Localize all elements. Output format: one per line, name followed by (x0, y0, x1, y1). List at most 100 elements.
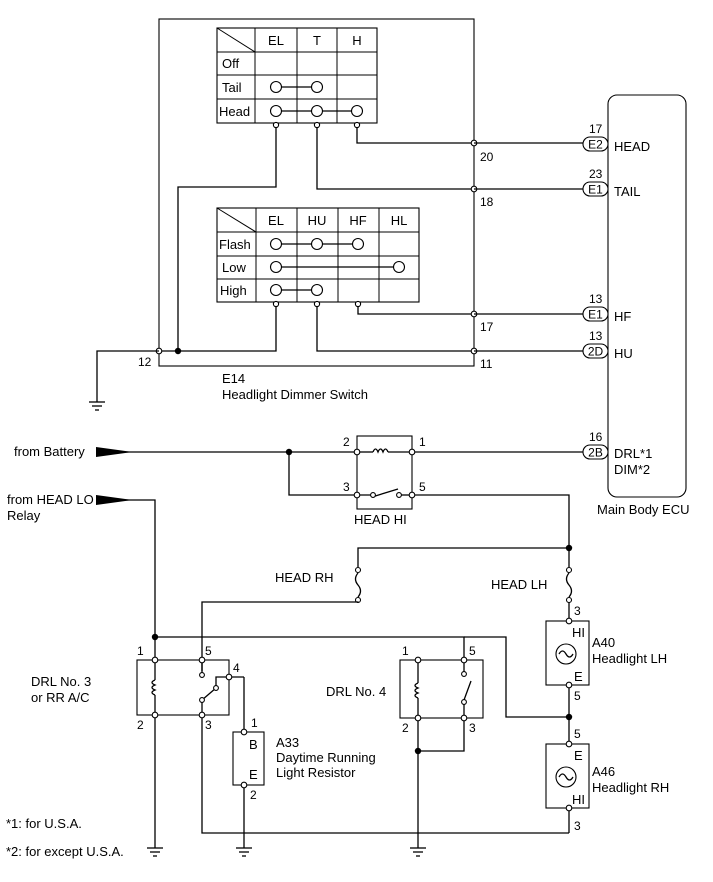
headlight-rh-terminal-hi: HI (572, 792, 585, 807)
beam-table-col-el: EL (268, 213, 284, 228)
ecu-signal-head: HEAD (614, 139, 650, 154)
from-head-lo-label: from HEAD LO (7, 492, 94, 507)
resistor-terminal-b: B (249, 737, 258, 752)
drl-no4-pin-1: 1 (402, 644, 409, 658)
dimmer-pin-12-label: 12 (138, 355, 152, 369)
ecu-pin-hu: 13 (589, 329, 603, 343)
ecu-connector-e1-tail-label: E1 (588, 183, 603, 197)
ecu-signal-hf: HF (614, 309, 631, 324)
ecu-connector-2d-label: 2D (588, 345, 604, 359)
main-body-ecu: E2 E1 E1 2D 2B 17 23 13 13 16 HEAD TAIL … (474, 94, 689, 517)
light-table-row-tail: Tail (222, 80, 242, 95)
ecu-outline (607, 94, 687, 498)
battery-arrow-icon (96, 447, 133, 457)
ecu-connector-e2 (582, 136, 609, 152)
light-table-row-head: Head (219, 104, 250, 119)
head-hi-pin-3: 3 (343, 480, 350, 494)
light-table-col-h: H (352, 33, 361, 48)
head-hi-pin-5: 5 (419, 480, 426, 494)
ecu-signal-hu: HU (614, 346, 633, 361)
headlight-rh-code: A46 (592, 764, 615, 779)
drl-no4-pin-3: 3 (469, 721, 476, 735)
drl-no3-contact-icon (201, 687, 217, 701)
head-hi-contact-icon (371, 488, 399, 498)
headlight-lh-terminal-hi: HI (572, 625, 585, 640)
resistor-terminal-e: E (249, 767, 258, 782)
head-hi-relay-name: HEAD HI (354, 512, 407, 527)
drl-no3-pin-2: 2 (137, 718, 144, 732)
drl-no3-coil-icon (151, 679, 157, 696)
drl-no3-relay: 1 5 4 2 3 DRL No. 3 or RR A/C (31, 637, 569, 848)
ground-symbol-dimmer (89, 350, 159, 411)
ecu-connector-2b-label: 2B (588, 446, 603, 460)
ecu-name: Main Body ECU (597, 502, 689, 517)
head-hi-pin-2: 2 (343, 435, 350, 449)
drl-no3-pin-1: 1 (137, 644, 144, 658)
dimmer-switch-code: E14 (222, 371, 245, 386)
ecu-signal-dim: DIM*2 (614, 462, 650, 477)
resistor-code: A33 (276, 735, 299, 750)
ecu-connector-e1-hf-label: E1 (588, 308, 603, 322)
ecu-connector-2d (582, 343, 609, 359)
drl-no4-pin-2: 2 (402, 721, 409, 735)
head-lh-fuse-label: HEAD LH (491, 577, 547, 592)
headlight-lh-pin-3: 3 (574, 604, 581, 618)
beam-table-col-hf: HF (349, 213, 366, 228)
ecu-connector-e1-tail (582, 181, 609, 197)
drl-no3-pin-4: 4 (233, 661, 240, 675)
battery-input: from Battery (14, 444, 346, 496)
head-rh-fuse-label: HEAD RH (275, 570, 334, 585)
headlight-lh-terminal-e: E (574, 669, 583, 684)
ground-symbol-drl3 (147, 847, 163, 857)
light-control-table: EL T H Off Tail Head (216, 27, 378, 124)
beam-table-row-high: High (220, 283, 247, 298)
ground-symbol-drl4 (410, 847, 426, 857)
headlight-rh: E HI 5 3 A46 Headlight RH (545, 727, 669, 833)
resistor-outline (232, 731, 265, 786)
fuses: HEAD RH HEAD LH (201, 544, 573, 671)
ecu-signal-drl: DRL*1 (614, 446, 652, 461)
dimmer-pin-11-label: 11 (480, 357, 493, 371)
drl-no3-name-2: or RR A/C (31, 690, 90, 705)
headlight-rh-name: Headlight RH (592, 780, 669, 795)
drl-no3-name: DRL No. 3 (31, 674, 91, 689)
beam-control-table: EL HU HF HL Flash Low High (216, 207, 420, 303)
ecu-pin-hf: 13 (589, 292, 603, 306)
from-head-lo-label-2: Relay (7, 508, 41, 523)
beam-table-row-low: Low (222, 260, 246, 275)
ecu-connector-e1-hf (582, 306, 609, 322)
daytime-running-light-resistor: B E 1 2 A33 Daytime Running Light Resist… (232, 716, 376, 848)
headlight-rh-pin-3: 3 (574, 819, 581, 833)
dimmer-pin-17-label: 17 (480, 320, 494, 334)
head-lo-input: from HEAD LO Relay (7, 492, 569, 718)
head-lo-arrow-icon (96, 495, 133, 505)
beam-table-col-hu: HU (308, 213, 327, 228)
drl-no4-name: DRL No. 4 (326, 684, 386, 699)
drl-no3-pin-5: 5 (205, 644, 212, 658)
ecu-pin-tail: 23 (589, 167, 603, 181)
headlight-dimmer-switch: EL T H Off Tail Head E (138, 18, 494, 402)
beam-table-col-hl: HL (391, 213, 408, 228)
drl-no4-outline (399, 659, 484, 719)
drl-no4-contact-icon (463, 680, 472, 701)
dimmer-pin-18-label: 18 (480, 195, 494, 209)
ecu-pin-head: 17 (589, 122, 603, 136)
headlight-rh-bulb-icon (555, 766, 577, 788)
resistor-pin-1: 1 (251, 716, 258, 730)
head-hi-relay-outline (356, 435, 413, 510)
head-rh-fuse-icon (354, 572, 362, 598)
footnote-1: *1: for U.S.A. (6, 816, 82, 831)
headlight-lh-pin-5: 5 (574, 689, 581, 703)
from-battery-label: from Battery (14, 444, 85, 459)
beam-table-row-flash: Flash (219, 237, 251, 252)
footnote-2: *2: for except U.S.A. (6, 844, 124, 859)
ground-symbol-resistor (236, 847, 252, 857)
dimmer-switch-name: Headlight Dimmer Switch (222, 387, 368, 402)
dimmer-pin-20-label: 20 (480, 150, 494, 164)
light-table-col-t: T (313, 33, 321, 48)
ecu-signal-tail: TAIL (614, 184, 641, 199)
headlight-lh-bulb-icon (555, 643, 577, 665)
resistor-name-2: Light Resistor (276, 765, 356, 780)
drl-no3-outline (136, 659, 230, 716)
